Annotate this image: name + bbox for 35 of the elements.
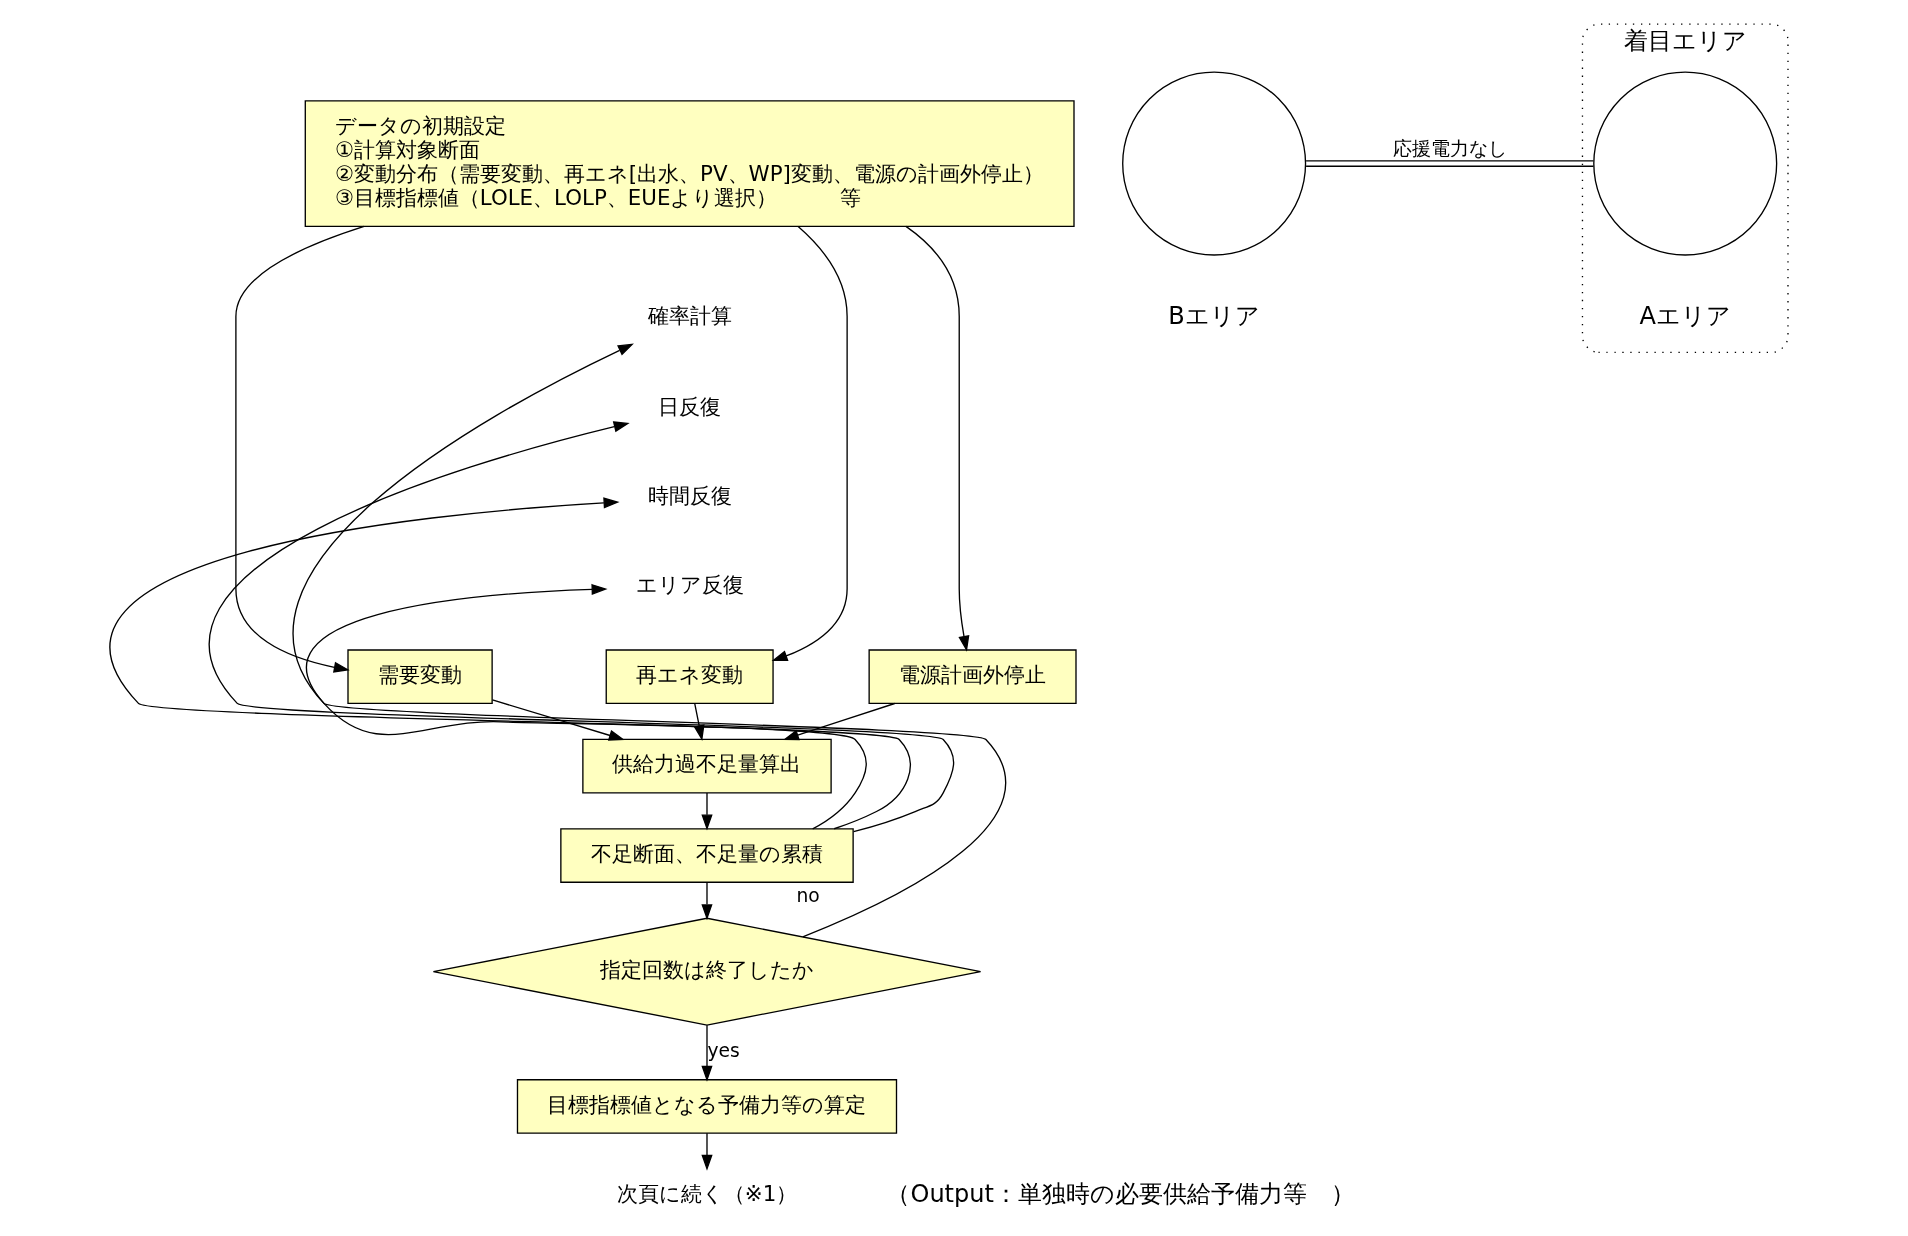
connector: [1305, 160, 1595, 167]
arrow: [208, 421, 955, 833]
arrow: [905, 225, 970, 652]
arrow: [292, 343, 1007, 938]
node-circle: [1122, 71, 1307, 256]
arrow: [235, 225, 365, 673]
node-text: 確率計算: [647, 302, 732, 328]
node-label: Aエリア: [1639, 301, 1731, 330]
node-label: Bエリア: [1168, 301, 1260, 330]
edge-label: no: [796, 885, 820, 907]
node-box: 需要変動: [347, 649, 493, 705]
arrow: [491, 699, 625, 741]
node-box: 目標指標値となる予備力等の算定: [516, 1079, 898, 1134]
node-text: 時間反復: [647, 482, 732, 508]
edge-label: 応援電力なし: [1392, 137, 1507, 159]
arrow: [701, 1024, 713, 1082]
arrow: [110, 497, 911, 830]
node-text: 日反復: [658, 393, 722, 419]
node-circle: [1593, 71, 1778, 256]
arrow: [771, 225, 848, 662]
node-text: 次頁に続く（※1）: [616, 1180, 798, 1206]
arrow: [701, 1132, 713, 1171]
arrow: [782, 702, 896, 741]
label: （Output：単独時の必要供給予備力等 ）: [886, 1179, 1355, 1208]
node-box: データの初期設定 ①計算対象断面 ②変動分布（需要変動、再エネ[出水、PV、WP]変動、電源の計画外停止） ③目標指標値（LOLE、LOLP、EUEより選択） 等: [304, 100, 1075, 227]
edge-label: yes: [707, 1040, 740, 1062]
node-box: 供給力過不足量算出: [582, 738, 832, 794]
arrow: [305, 583, 867, 830]
node-text: エリア反復: [635, 572, 744, 598]
arrow: [701, 881, 713, 921]
node-box: 再エネ変動: [605, 649, 774, 705]
node-diamond: 指定回数は終了したか: [432, 917, 982, 1026]
arrow: [701, 792, 713, 831]
node-box: 電源計画外停止: [868, 649, 1077, 705]
node-box: 不足断面、不足量の累積: [560, 828, 854, 883]
